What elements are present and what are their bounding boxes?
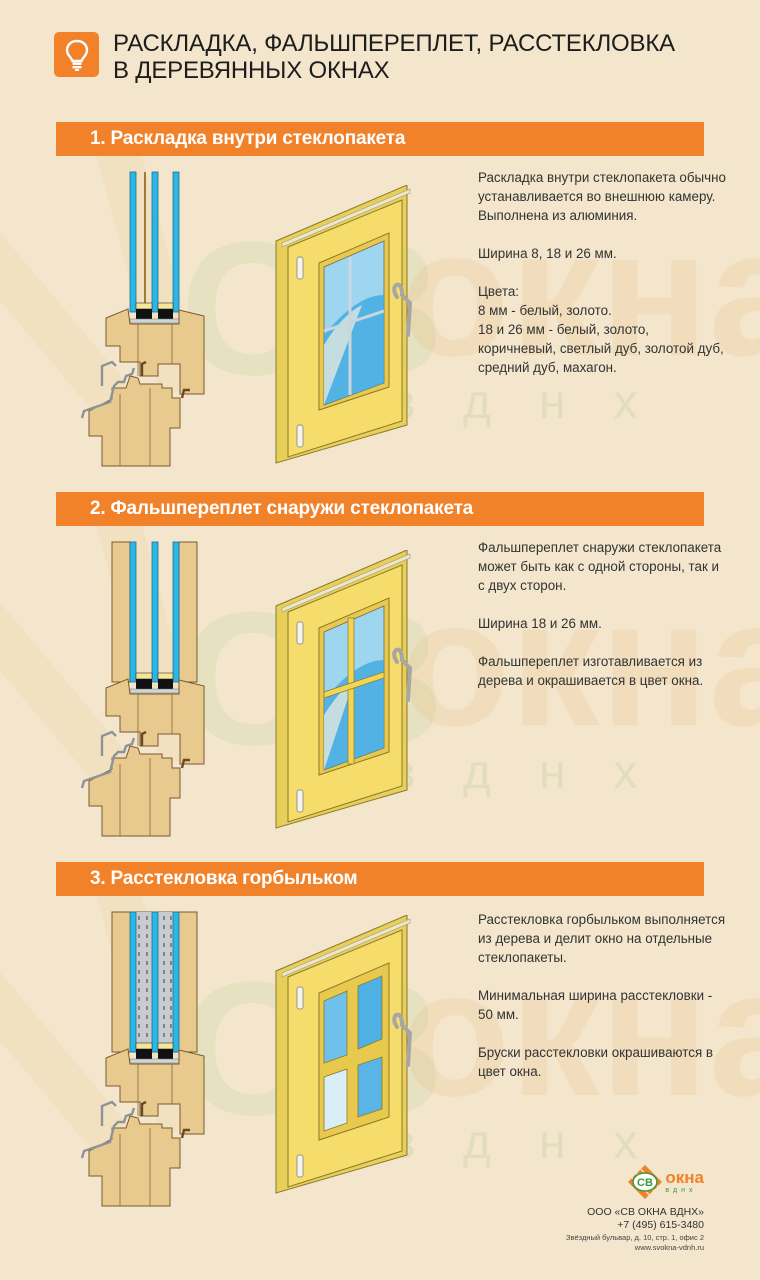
section-2-description: Фальшпереплет снаружи стеклопакета может… bbox=[478, 540, 722, 688]
profile-section-glazing-bar bbox=[80, 911, 205, 1207]
company-name: ООО «СВ ОКНА ВДНХ» bbox=[587, 1206, 704, 1218]
window-illustration-grid-inside bbox=[275, 185, 413, 464]
lightbulb-icon bbox=[54, 32, 99, 77]
window-illustration-glazing-bar bbox=[275, 915, 413, 1194]
company-logo: СВ окна вднх bbox=[566, 1162, 704, 1202]
glass-unit bbox=[129, 171, 180, 324]
svg-text:СВ: СВ bbox=[637, 1177, 653, 1189]
page-title: РАСКЛАДКА, ФАЛЬШПЕРЕПЛЕТ, РАССТЕКЛОВКА В… bbox=[113, 30, 675, 84]
section-heading-3: 3. Расстекловка горбыльком bbox=[56, 862, 704, 896]
section-1-description: Раскладка внутри стеклопакета обычно уст… bbox=[478, 170, 726, 375]
footer-contacts: СВ окна вднх ООО «СВ ОКНА ВДНХ» +7 (495)… bbox=[566, 1162, 704, 1253]
profile-section-false-sash-outside bbox=[80, 541, 205, 837]
logo-mark-icon: СВ bbox=[628, 1165, 663, 1199]
profile-section-grid-inside-glass bbox=[80, 171, 205, 467]
website-link[interactable]: www.svokna-vdnh.ru bbox=[634, 1243, 704, 1252]
page-header: РАСКЛАДКА, ФАЛЬШПЕРЕПЛЕТ, РАССТЕКЛОВКА В… bbox=[54, 30, 675, 84]
phone-number[interactable]: +7 (495) 615-3480 bbox=[617, 1219, 704, 1231]
section-heading-1: 1. Раскладка внутри стеклопакета bbox=[56, 122, 704, 156]
section-heading-2: 2. Фальшпереплет снаружи стеклопакета bbox=[56, 492, 704, 526]
window-illustration-false-sash bbox=[275, 550, 413, 829]
address: Звёздный бульвар, д. 10, стр. 1, офис 2 bbox=[565, 1233, 704, 1242]
section-3-description: Расстекловка горбыльком выполняется из д… bbox=[478, 912, 726, 1079]
